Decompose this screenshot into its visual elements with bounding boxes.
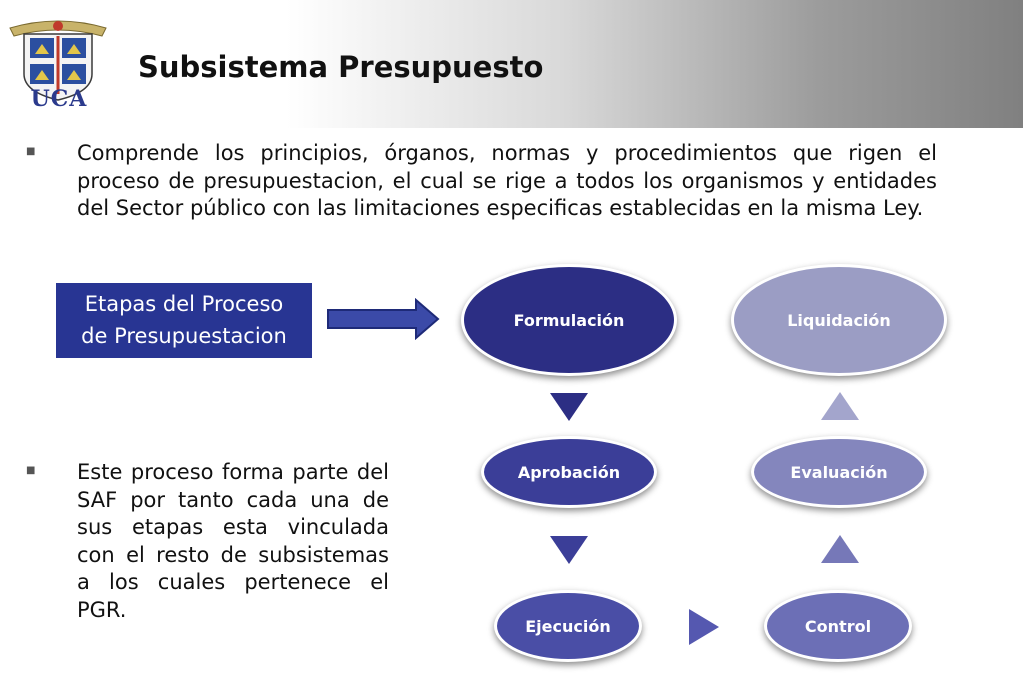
stage-control: Control	[764, 590, 912, 662]
bullet-marker: ■	[26, 146, 36, 157]
note-paragraph: Este proceso forma parte del SAF por tan…	[77, 460, 389, 622]
stage-ejecucion: Ejecución	[494, 590, 642, 662]
down-arrow-icon	[550, 536, 588, 564]
stage-formulacion: Formulación	[461, 264, 677, 376]
stage-aprobacion: Aprobación	[481, 436, 657, 508]
right-arrow-icon	[327, 298, 440, 340]
intro-paragraph: Comprende los principios, órganos, norma…	[77, 141, 937, 220]
logo-text: UCA	[30, 86, 88, 112]
page-title: Subsistema Presupuesto	[138, 50, 544, 84]
up-arrow-icon	[821, 392, 859, 420]
header-bar	[0, 0, 1023, 128]
bullet-marker: ■	[26, 465, 36, 476]
stages-label-box: Etapas del Proceso de Presupuestacion	[56, 283, 312, 358]
up-arrow-icon	[821, 535, 859, 563]
stage-liquidacion: Liquidación	[731, 264, 947, 376]
stages-label-line1: Etapas del Proceso	[84, 292, 284, 316]
right-triangle-icon	[689, 609, 719, 645]
university-crest-logo	[9, 20, 107, 101]
down-arrow-icon	[550, 393, 588, 421]
stage-evaluacion: Evaluación	[751, 436, 927, 508]
stages-label-line2: de Presupuestacion	[81, 324, 287, 348]
